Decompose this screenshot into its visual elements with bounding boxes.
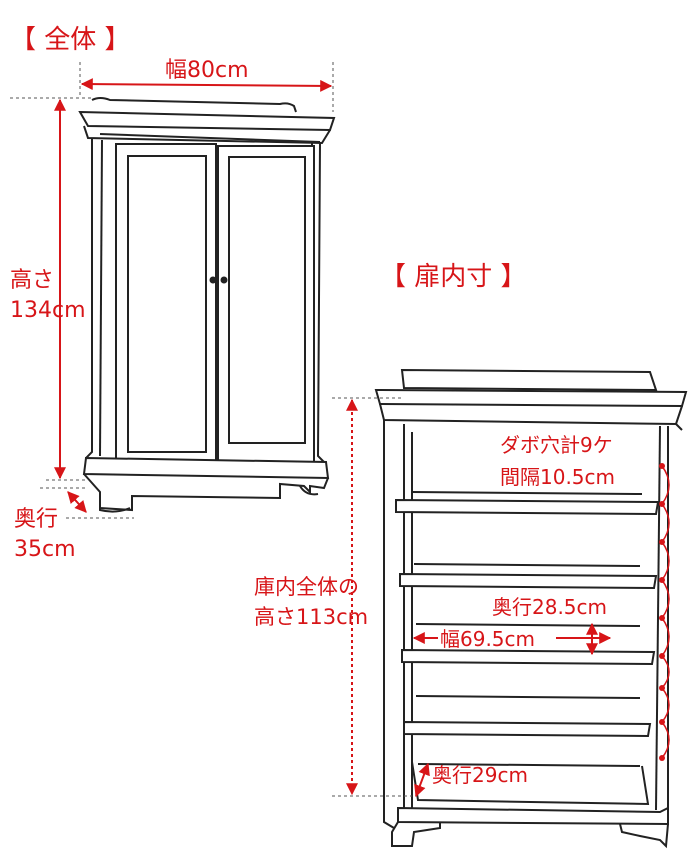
overall-height-dimension xyxy=(10,97,92,481)
interior-height-dimension xyxy=(332,397,412,797)
overall-depth-label-2: 35cm xyxy=(14,537,76,562)
interior-height-label-1: 庫内全体の xyxy=(254,575,359,599)
bottom-depth-dimension xyxy=(414,762,430,798)
interior-cabinet-drawing xyxy=(374,368,688,849)
section-title-interior: 【 扉内寸 】 xyxy=(380,262,527,292)
bottom-depth-label: 奥行29cm xyxy=(432,763,528,787)
shelf-depth-label: 奥行28.5cm xyxy=(492,595,607,619)
overall-cabinet-drawing xyxy=(78,97,336,513)
overall-height-label-1: 高さ xyxy=(10,268,54,293)
dowel-label-1: ダボ穴計9ケ xyxy=(500,433,613,457)
dowel-label-2: 間隔10.5cm xyxy=(500,465,615,489)
overall-depth-dimension xyxy=(40,487,134,519)
section-title-overall: 【 全体 】 xyxy=(10,25,131,55)
overall-width-dimension xyxy=(79,62,334,112)
shelf-width-label: 幅69.5cm xyxy=(440,627,535,651)
interior-height-label-2: 高さ113cm xyxy=(254,605,368,629)
overall-depth-label-1: 奥行 xyxy=(14,507,58,532)
overall-height-label-2: 134cm xyxy=(10,298,86,323)
dowel-hole-markers xyxy=(659,463,670,761)
overall-width-label: 幅80cm xyxy=(165,58,249,83)
